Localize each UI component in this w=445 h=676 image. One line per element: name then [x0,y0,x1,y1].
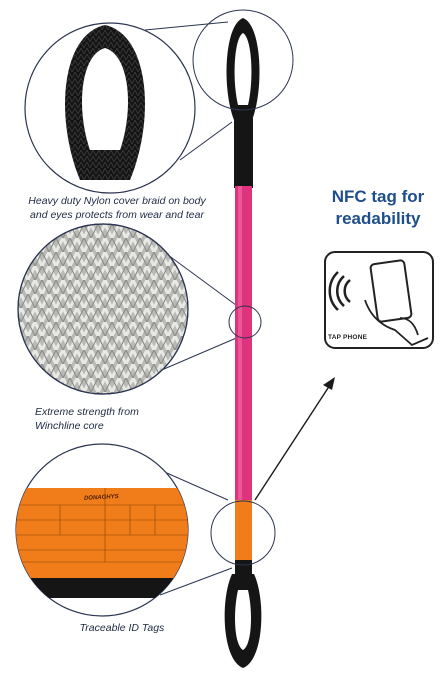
nfc-title: NFC tag for readability [331,187,425,228]
arrow-icon [254,377,335,501]
nfc-phone-icon [324,251,434,349]
sling-body [235,186,252,506]
top-eye [226,18,260,120]
bottom-eye [224,560,262,668]
caption-id-tags: Traceable ID Tags [79,622,165,634]
callout-circle-middle [228,305,262,339]
zoom-nylon-eye [24,22,196,194]
top-collar [234,118,253,188]
sling-tag [235,500,252,562]
callout-circle-top [192,9,294,111]
callout-lines [144,21,249,596]
callout-circle-bottom [210,500,276,566]
zoom-core-braid [17,223,189,395]
nfc-icon-label: TAP PHONE [328,334,368,341]
zoom-id-tag [15,443,189,617]
caption-core-strength: Extreme strength from Winchline core [35,406,139,432]
caption-nylon-cover: Heavy duty Nylon cover braid on body and… [28,195,206,221]
